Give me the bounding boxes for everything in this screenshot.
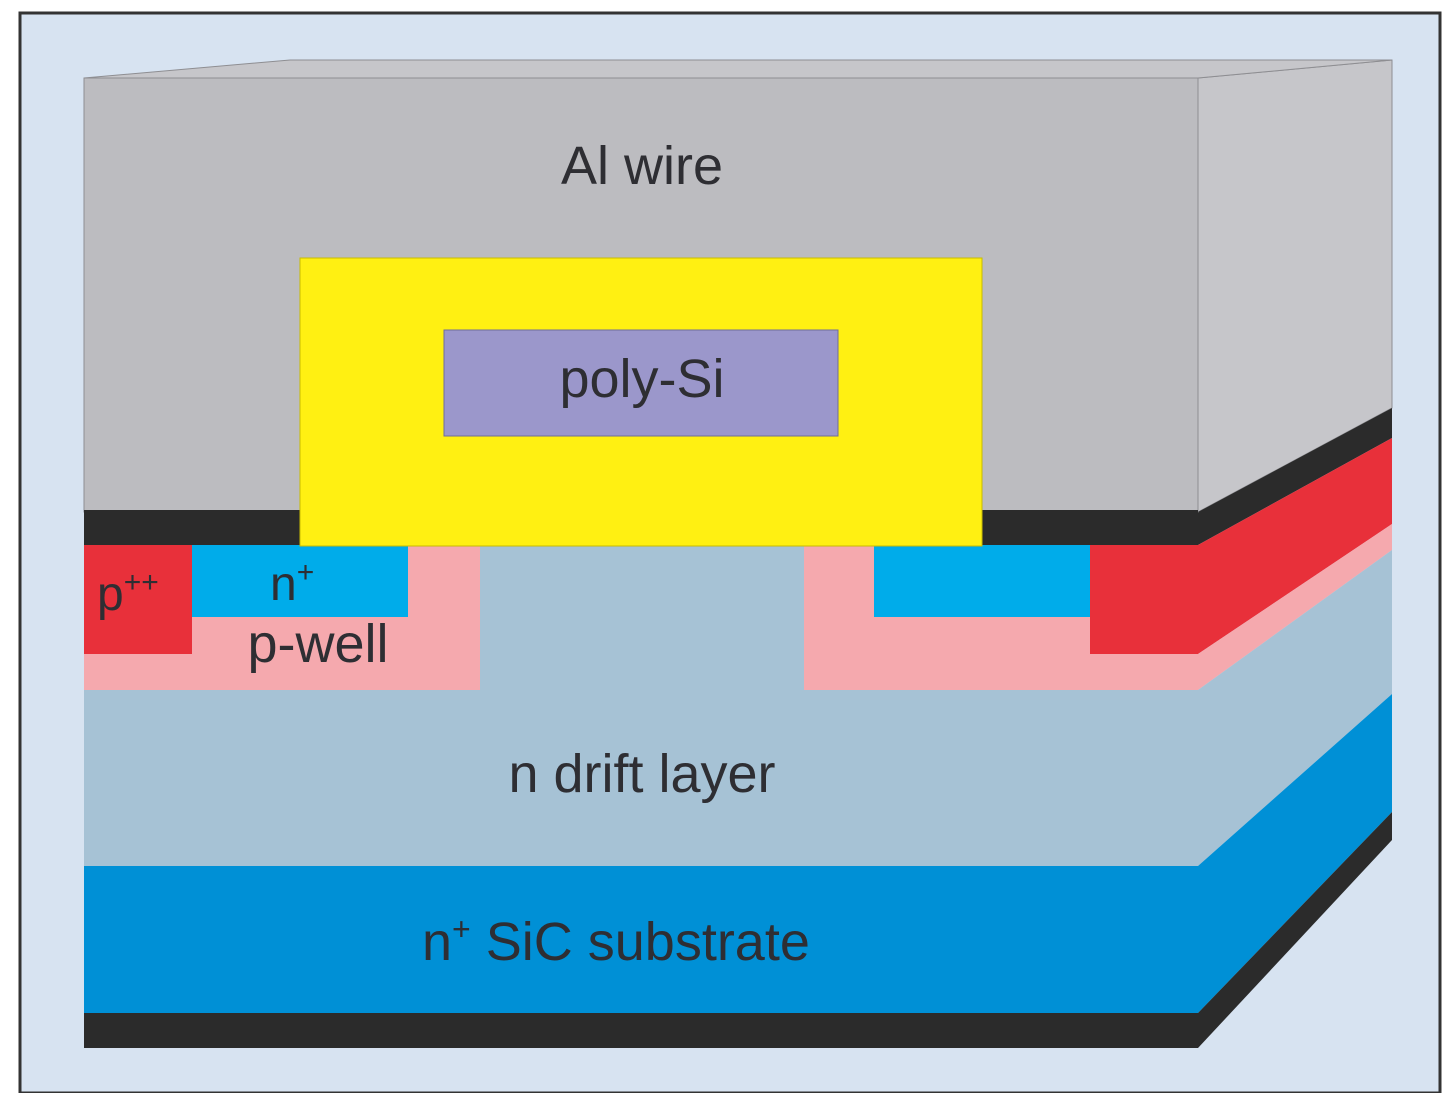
substrate-front <box>84 866 1198 1013</box>
al-wire-top-face <box>83 59 1393 79</box>
substrate-label: n+ SiC substrate <box>422 911 810 972</box>
n-plus-label: n+ <box>270 556 314 611</box>
p-plus-plus-label-base: p <box>97 568 124 621</box>
n-plus-left <box>192 545 408 617</box>
bottom-metal-side-face <box>1198 812 1392 1048</box>
n-plus-label-sup: + <box>297 556 315 589</box>
p-well-side-face <box>1198 524 1392 690</box>
p-plus-plus-label: p++ <box>97 566 159 621</box>
drift-layer-label: n drift layer <box>508 744 775 804</box>
substrate-side-face <box>1198 694 1392 1013</box>
substrate-label-prefix-sup: + <box>452 911 471 947</box>
p-plus-plus-side-face <box>1198 438 1392 654</box>
n-plus-right <box>874 545 1090 617</box>
p-well-label: p-well <box>247 614 388 674</box>
p-plus-plus-right <box>1090 545 1198 654</box>
bottom-metal-front <box>84 1013 1198 1048</box>
top-metal-side-face <box>1198 408 1392 545</box>
p-plus-plus-label-sup: ++ <box>124 566 159 599</box>
poly-si-label: poly-Si <box>559 349 724 409</box>
drift-side-face <box>1198 550 1392 866</box>
p-plus-plus-left <box>84 545 192 654</box>
substrate-label-prefix-base: n <box>422 912 452 972</box>
al-wire-label: Al wire <box>561 136 723 196</box>
poly-si-gate <box>443 329 839 437</box>
n-plus-label-base: n <box>270 558 297 611</box>
substrate-label-rest: SiC substrate <box>471 912 810 972</box>
